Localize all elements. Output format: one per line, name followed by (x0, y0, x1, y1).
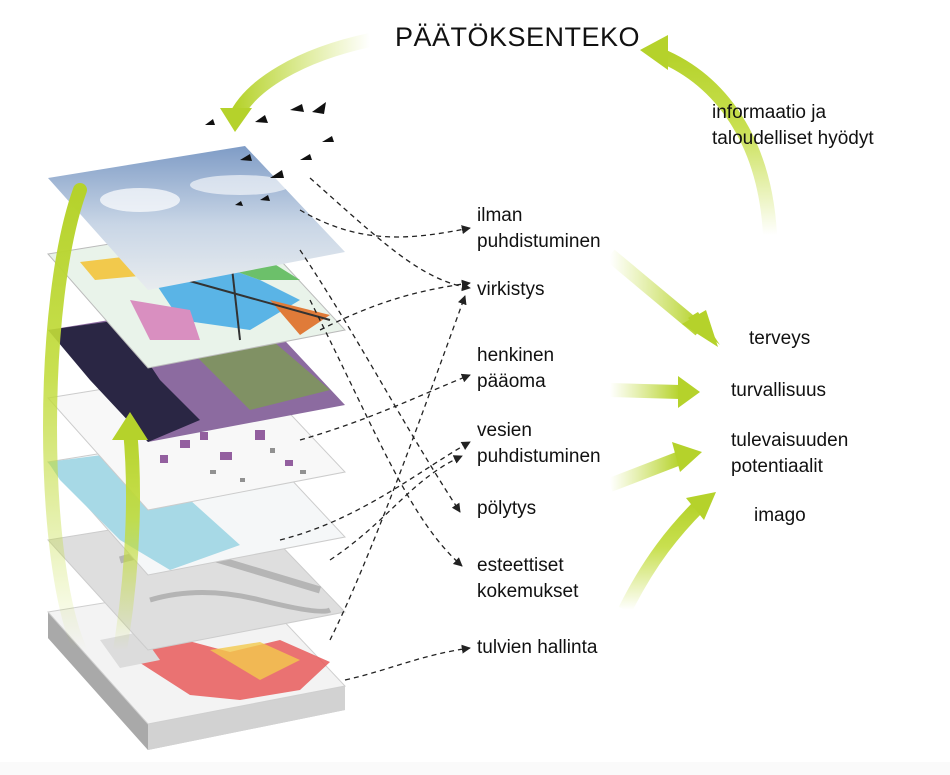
benefit-arrows (605, 249, 720, 614)
service-air-purification: ilman puhdistuminen (477, 205, 601, 252)
dashed-connectors (279, 177, 471, 681)
service-recreation: virkistys (477, 279, 545, 300)
top-left-arrow (220, 33, 372, 132)
benefit-future-potential: tulevaisuuden potentiaalit (731, 430, 849, 477)
right-arc-arrow (640, 35, 777, 236)
left-loop-arrow (43, 183, 148, 657)
feedback-label: informaatio ja taloudelliset hyödyt (712, 102, 874, 149)
layer-sky (48, 146, 345, 290)
service-water-purification: vesien puhdistuminen (477, 420, 601, 467)
benefit-safety: turvallisuus (731, 380, 827, 401)
benefit-health: terveys (749, 328, 811, 349)
birds (205, 102, 334, 206)
service-mental-capital: henkinen pääoma (477, 345, 555, 392)
service-aesthetic-experiences: esteettiset kokemukset (477, 555, 579, 602)
page-title: PÄÄTÖKSENTEKO (395, 22, 641, 52)
benefit-image: imago (754, 505, 806, 526)
service-flood-management: tulvien hallinta (477, 637, 598, 658)
bottom-strip (0, 762, 950, 775)
service-pollination: pölytys (477, 498, 537, 519)
